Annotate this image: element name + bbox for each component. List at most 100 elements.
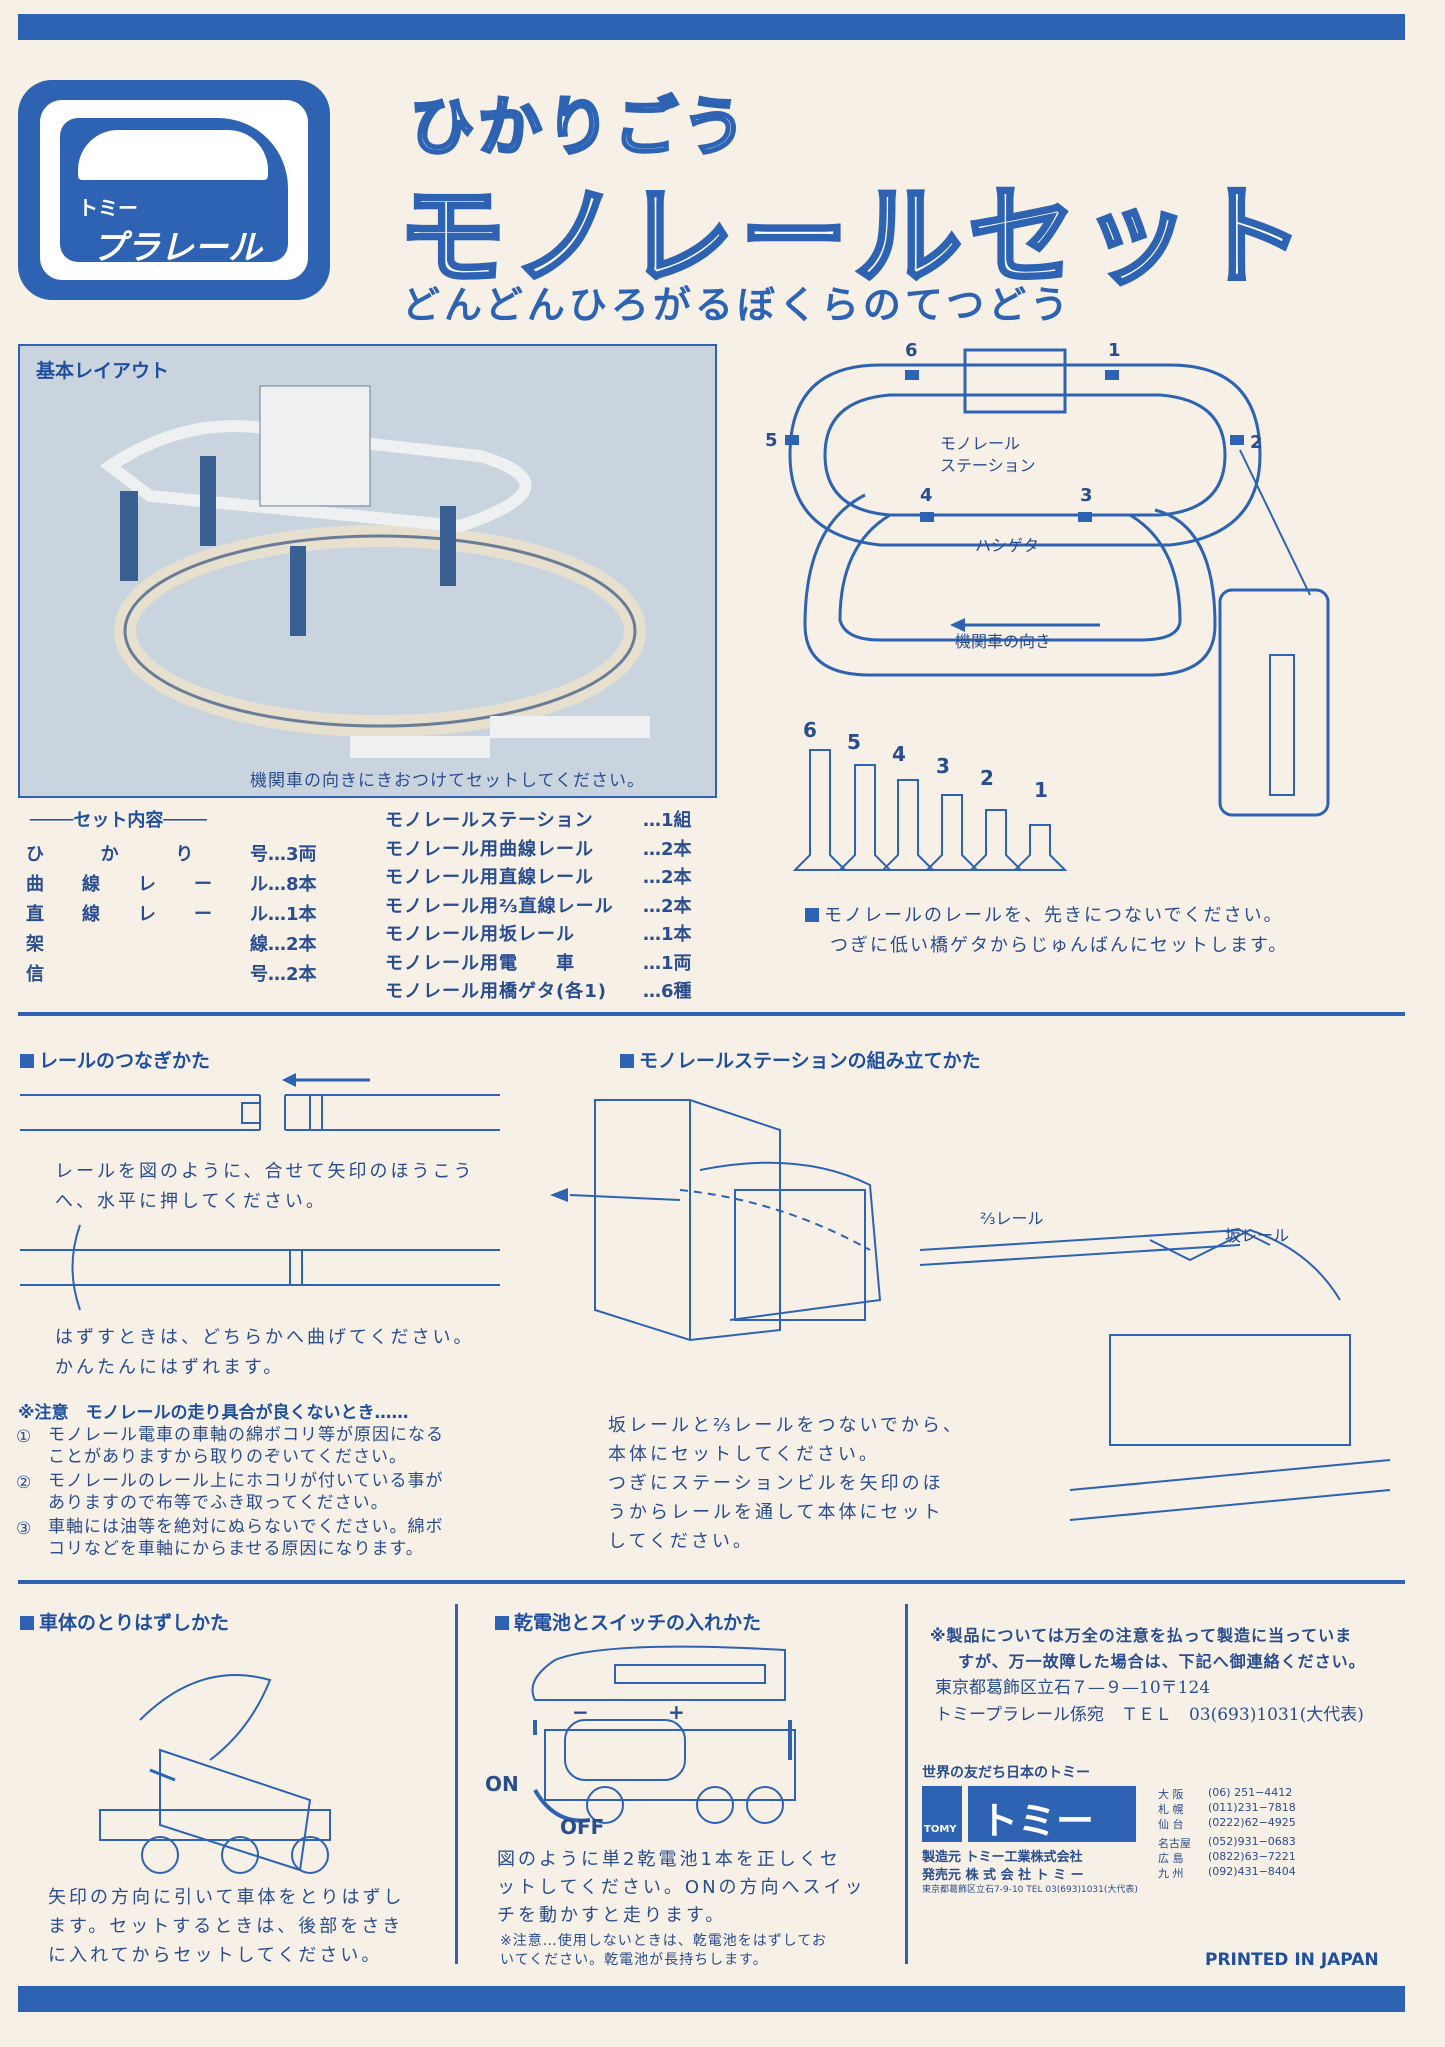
basic-layout-photo: 基本レイアウト 機関車の向きにきおつけてセットしてください。 [18,344,717,798]
caution-number: ③ [16,1519,32,1539]
set-item-char: ー [194,904,212,925]
caution-line: 車軸には油等を絶対にぬらないでください。綿ボ [48,1517,444,1537]
layout-num-5: 5 [765,430,778,451]
hq-line: 東京都葛飾区立石7-9-10 TEL 03(693)1031(大代表) [922,1885,1138,1895]
set-item-name: モノレール用電 車 [385,952,575,974]
set-item-name: モノレールステーション [385,810,594,831]
divider-4 [905,1604,908,1964]
layout-num-6: 6 [905,340,918,361]
battery-diagram [531,1645,796,1824]
set-item-qty: …1組 [643,810,692,831]
battery-minus: − [572,1700,589,1724]
body-text-line: 矢印の方向に引いて車体をとりはずし [48,1887,405,1908]
company-notice-line: すが、万一故障した場合は、下記へ御連絡ください。 [958,1652,1366,1671]
branch-city: 名古屋 [1158,1837,1191,1850]
logo-brand: プラレール [92,228,262,268]
set-contents-heading: ────セット内容──── [30,810,207,831]
station-text-line: 坂レールと⅔レールをつないでから、 [608,1415,964,1436]
pillars-diagram [792,749,1068,871]
station-text-line: うからレールを通して本体にセット [608,1502,944,1523]
switch-on-label[interactable]: ON [485,1772,519,1796]
subtitle: どんどんひろがるぼくらのてつどう [402,283,1073,327]
set-item-qty: …2本 [268,934,317,955]
girder-label: ハシゲタ [975,536,1040,555]
direction-label: 機関車の向き [955,632,1052,651]
set-item-qty: …1両 [643,952,692,974]
company-address: 東京都葛飾区立石７—９—10〒124 [935,1678,1211,1698]
layout-num-4: 4 [920,485,933,506]
top-band [18,14,1405,40]
set-item-char: 直 [26,904,44,925]
pillar-num-6: 6 [803,718,817,742]
body-text-line: ます。セットするときは、後部をさき [48,1916,404,1937]
body-removal-diagram [99,1674,331,1874]
tomy-logo-small: TOMY [924,1824,957,1835]
set-item-name: モノレール用橋ゲタ(各1) [385,981,607,1002]
switch-off-label[interactable]: OFF [560,1815,605,1839]
branch-tel: (092)431−8404 [1208,1865,1296,1878]
title-line2: モノレールセット [396,173,1311,302]
set-item-char: 信 [26,964,44,985]
rail-connect-text-2a: はずすときは、どちらかへ曲げてください。 [55,1327,475,1348]
set-item-qty: …3両 [268,844,317,865]
tomy-logo-big: トミー [980,1799,1095,1843]
caution-line: モノレール電車の車軸の綿ボコリ等が原因になる [48,1425,444,1445]
company-notice-line: ※製品については万全の注意を払って製造に当っていま [930,1626,1353,1645]
rail-connect-text-1a: レールを図のように、合せて矢印のほうこう [55,1161,475,1182]
layout-num-1: 1 [1108,340,1121,361]
caution-line: ことがありますから取りのぞいてください。 [48,1447,407,1467]
set-item-qty: …1本 [268,904,317,925]
branch-tel: (0222)62−4925 [1208,1816,1296,1829]
title-line1: ひかりごう [409,90,750,167]
plarail-logo: トミー プラレール [18,80,330,300]
set-item-char: 線 [82,904,100,925]
set-item-qty: …2本 [268,964,317,985]
station-text-line: つぎにステーションビルを矢印のほ [608,1473,944,1494]
caution-line: ありますので布等でふき取ってください。 [48,1493,389,1513]
set-item-char: 線 [82,874,100,895]
branch-tel: (052)931−0683 [1208,1835,1296,1848]
station-text-line: してください。 [608,1531,754,1552]
layout-photo-illustration [99,385,650,758]
branch-city: 札 幌 [1158,1803,1184,1816]
caution-number: ① [16,1427,32,1447]
pillar-num-1: 1 [1034,778,1048,802]
set-item-char: ひ [26,844,44,865]
branch-city: 大 阪 [1158,1788,1184,1801]
printed-in-japan: PRINTED IN JAPAN [1205,1950,1379,1970]
battery-note-line: いてください。乾電池が長持ちします。 [500,1952,768,1968]
basic-layout-label: 基本レイアウト [36,360,170,382]
set-item-name: モノレール用曲線レール [385,838,594,860]
set-item-char: 号 [250,964,268,985]
set-item-char: 線 [250,934,268,955]
set-item-name: モノレール用⅔直線レール [385,895,614,917]
branch-city: 仙 台 [1158,1818,1184,1831]
station-label-2: ステーション [940,456,1036,475]
battery-heading: 乾電池とスイッチの入れかた [495,1608,761,1635]
body-removal-heading: 車体のとりはずしかた [20,1608,229,1635]
layout-diagram [785,348,1330,817]
set-item-char: レ [138,904,156,925]
pillar-num-2: 2 [980,766,994,790]
set-item-char: レ [138,874,156,895]
battery-note-line: ※注意…使用しないときは、乾電池をはずしてお [500,1933,827,1949]
set-item-qty: …2本 [643,838,692,860]
set-item-name: モノレール用直線レール [385,867,594,888]
set-item-qty: …6種 [643,981,692,1002]
rail-connect-text-1b: へ、水平に押してください。 [55,1191,327,1212]
logo-maker: トミー [78,196,138,220]
branch-tel: (011)231−7818 [1208,1801,1296,1814]
company-slogan: 世界の友だち日本のトミー [922,1765,1090,1781]
battery-text-line: チを動かすと走ります。 [497,1905,727,1926]
caution-number: ② [16,1473,32,1493]
station-assembly-heading: モノレールステーションの組み立てかた [620,1046,981,1073]
divider-1 [18,1012,1405,1016]
set-item-char: り [175,844,194,865]
layout-num-3: 3 [1080,485,1093,506]
pillar-num-5: 5 [847,730,861,754]
set-item-char: ル [250,904,268,925]
battery-text-line: 図のように単2乾電池1本を正しくセ [497,1849,841,1870]
set-item-char: 架 [26,934,44,955]
branch-tel: (06) 251−4412 [1208,1786,1293,1799]
pillar-num-3: 3 [936,754,950,778]
